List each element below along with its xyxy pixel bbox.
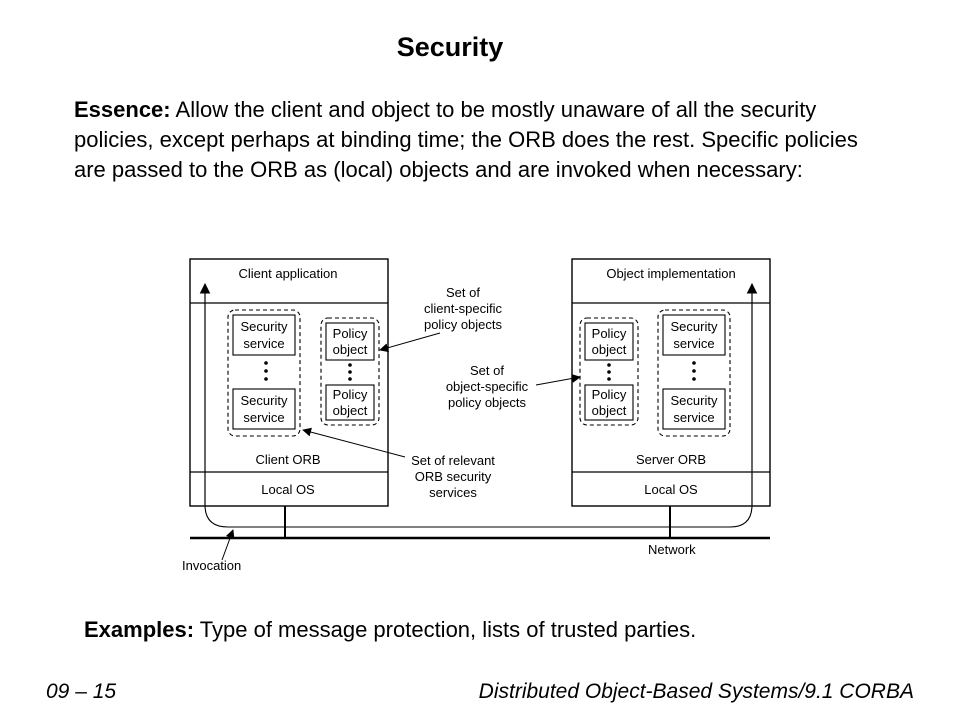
server-policy-bottom-l1: Policy [592, 387, 627, 402]
slide-number: 09 – 15 [46, 680, 117, 703]
client-policy-bottom-l2: object [333, 403, 368, 418]
server-security-top-l1: Security [671, 319, 718, 334]
client-policy-object-top [325, 322, 375, 361]
object-impl-label: Object implementation [606, 266, 735, 281]
network-label: Network [648, 542, 696, 557]
client-policy-top-l1: Policy [333, 326, 368, 341]
client-policy-bottom-l1: Policy [333, 387, 368, 402]
server-host-box [571, 258, 771, 507]
server-security-service-top [662, 314, 726, 356]
server-policy-object-top [584, 322, 634, 361]
annot-orb-l1: Set of relevant [411, 453, 495, 468]
client-security-bottom-l1: Security [241, 393, 288, 408]
server-security-service-bottom [662, 388, 726, 430]
client-policy-group [320, 317, 380, 426]
server-policy-top-l2: object [592, 342, 627, 357]
annot-object-l2: object-specific [446, 379, 529, 394]
essence-paragraph: Essence: Allow the client and object to … [74, 95, 894, 185]
annotation-orb-services: Set of relevant ORB security services [302, 427, 495, 500]
server-security-bottom-l1: Security [671, 393, 718, 408]
annotation-object-specific: Set of object-specific policy objects [446, 363, 581, 410]
annot-orb-arrow [302, 427, 406, 458]
annot-client-l1: Set of [446, 285, 480, 300]
annot-client-l3: policy objects [424, 317, 503, 332]
server-security-top-l2: service [673, 336, 714, 351]
client-security-group [227, 309, 301, 437]
server-security-bottom-l2: service [673, 410, 714, 425]
server-host: Object implementation Server ORB Local O… [571, 258, 771, 507]
annot-client-arrow [379, 332, 441, 353]
annot-object-l1: Set of [470, 363, 504, 378]
invocation-path [204, 504, 753, 528]
annot-orb-l3: services [429, 485, 477, 500]
annot-client-l2: client-specific [424, 301, 503, 316]
server-policy-object-bottom [584, 384, 634, 421]
client-security-service-bottom [232, 388, 296, 430]
client-policy-object-bottom [325, 384, 375, 421]
server-policy-top-l1: Policy [592, 326, 627, 341]
examples-lead: Examples: [84, 617, 195, 642]
server-policy-bottom-l2: object [592, 403, 627, 418]
client-orb-label: Client ORB [255, 452, 320, 467]
essence-text: Allow the client and object to be mostly… [74, 97, 858, 182]
annot-object-l3: policy objects [448, 395, 527, 410]
client-security-top-l1: Security [241, 319, 288, 334]
examples-text: Type of message protection, lists of tru… [194, 617, 697, 642]
annot-object-arrow [535, 374, 581, 386]
client-app-label: Client application [238, 266, 337, 281]
annotation-client-specific: Set of client-specific policy objects [379, 285, 503, 353]
slide-title: Security [396, 32, 504, 62]
client-local-os-label: Local OS [261, 482, 315, 497]
client-security-bottom-l2: service [243, 410, 284, 425]
client-policy-top-l2: object [333, 342, 368, 357]
client-security-service-top [232, 314, 296, 356]
client-host-box [189, 258, 389, 507]
invocation-label: Invocation [182, 558, 241, 573]
course-section: Distributed Object-Based Systems/9.1 COR… [478, 680, 914, 703]
server-orb-label: Server ORB [636, 452, 706, 467]
examples-paragraph: Examples: Type of message protection, li… [84, 615, 944, 645]
server-security-group [657, 309, 731, 437]
client-host: Client application Client ORB Local OS S… [189, 258, 389, 507]
invocation-pointer [221, 529, 235, 561]
essence-lead: Essence: [74, 97, 171, 122]
server-policy-group [579, 317, 639, 426]
server-local-os-label: Local OS [644, 482, 698, 497]
annot-orb-l2: ORB security [415, 469, 492, 484]
client-security-top-l2: service [243, 336, 284, 351]
